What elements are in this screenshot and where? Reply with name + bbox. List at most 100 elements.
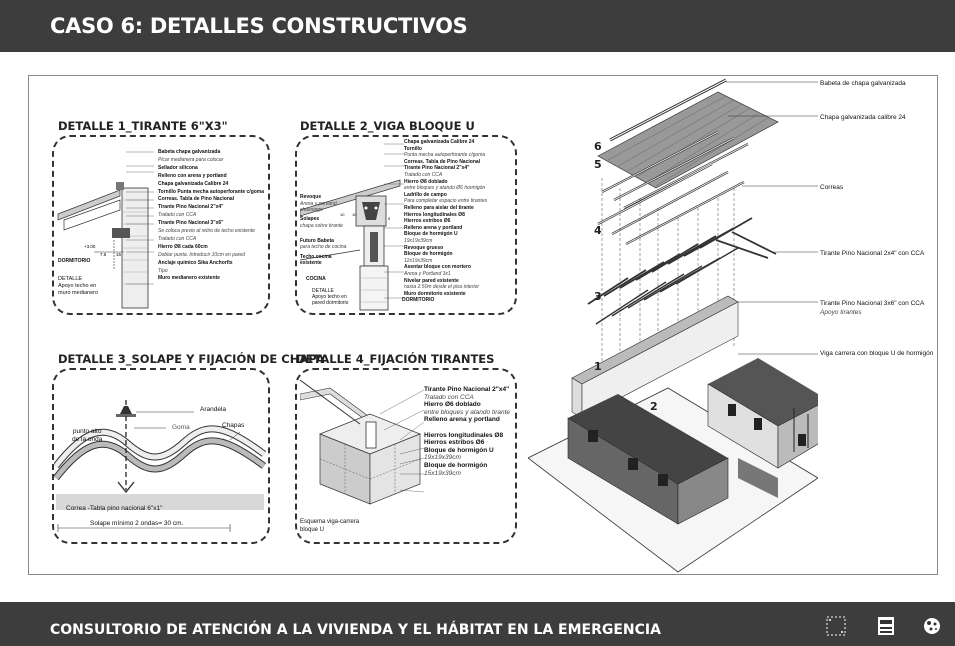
network-logo-icon xyxy=(922,616,942,636)
d2labels-item: 12x19x39cm xyxy=(404,257,433,264)
d2labels-item: Para completar espacio entre tirantes xyxy=(404,198,488,205)
detail-1-dim-c: 15 xyxy=(116,252,122,257)
axonometric-drawing: 6 5 4 3 2 1 xyxy=(528,78,818,573)
axo-callout: Tirante Pino Nacional 2x4" con CCA xyxy=(820,250,925,257)
detail-4-drawing xyxy=(300,379,425,505)
axo-callout: Correas xyxy=(820,184,844,191)
d2labels-item: 19x19x39cm xyxy=(404,238,433,244)
axo-callout: Tirante Pino Nacional 3x6" con CCA xyxy=(820,300,925,307)
detail-1-dim-b: 7.5 xyxy=(100,252,107,257)
d1labels-item: Se coloca previo al retiro de techo exis… xyxy=(158,228,255,234)
d1labels-item: Tratado con CCA xyxy=(158,235,197,242)
detail-3-correa-label: Correa -Tabla pino nacional 6"x1" xyxy=(66,505,163,512)
institution-logo-icon xyxy=(876,616,896,636)
axo-callout: Babeta de chapa galvanizada xyxy=(820,80,906,87)
d1labels-item: Tratado con CCA xyxy=(158,212,197,219)
d1labels-item: Tirante Pino Nacional 2"x4" xyxy=(158,204,224,211)
d4labels-item: Bloque de hormigón U xyxy=(424,446,494,454)
detail-4-frame xyxy=(295,368,517,544)
detail-1-dormitorio: DORMITORIO xyxy=(58,258,91,264)
axo-callout: Viga carrera con bloque U de hormigón xyxy=(820,350,934,357)
d4labels-item: Bloque de hormigón xyxy=(424,462,488,469)
d2labels-item: Hierros longitudinales Ø8 xyxy=(404,211,465,218)
detail-2-left-label: Arena y portland xyxy=(300,201,337,207)
detail-3-title: DETALLE 3_SOLAPE Y FIJACIÓN DE CHAPA xyxy=(58,352,325,366)
d1labels-item: Tipo xyxy=(158,267,168,274)
detail-2-dim-b: 10 xyxy=(352,212,357,217)
d1labels-item: Tirante Pino Nacional 3"x6" xyxy=(158,220,224,227)
d2labels-item: Correas. Tabla de Pino Nacional xyxy=(404,158,481,165)
detail-3-solape-label: Solape mínimo 2 ondas= 30 cm. xyxy=(90,520,184,527)
detail-2-left-label: chasniego xyxy=(300,207,323,213)
d1labels-item: Correas. Tabla de Pino Nacional xyxy=(158,196,235,203)
header-bar: CASO 6: DETALLES CONSTRUCTIVOS xyxy=(0,0,955,52)
detail-2-cocina: COCINA xyxy=(306,276,326,282)
d2labels-item: Tratado con CCA xyxy=(404,172,443,178)
detail-4-esquema: Esquema viga-carrera bloque U xyxy=(300,519,360,533)
d1labels-item: Anclaje químico Sika Anchorfix xyxy=(158,259,233,266)
step-number-6: 6 xyxy=(594,140,602,153)
step-number-3: 3 xyxy=(594,290,602,303)
d2labels-item: entre bloques y atando Ø6 hormigón xyxy=(404,185,486,192)
detail-2-dormitorio: DORMITORIO xyxy=(402,297,435,303)
d4labels-item: Relleno arena y portland xyxy=(424,416,500,424)
detail-1-title: DETALLE 1_TIRANTE 6"X3" xyxy=(58,119,228,133)
detail-1-note: DETALLE Apoyo techo en muro medianero xyxy=(58,276,99,296)
d1labels-item: Relleno con arena y portland xyxy=(158,172,227,179)
d1labels-item: Sellador silicona xyxy=(158,164,198,171)
d2labels-item: Revoque grueso xyxy=(404,244,444,251)
d1labels-item: Hierro Ø8 cada 60cm xyxy=(158,243,208,250)
detail-2-title: DETALLE 2_VIGA BLOQUE U xyxy=(300,119,475,133)
detail-2-dim-a: 10 xyxy=(340,212,345,217)
detail-3-punto-label: punto alto de la onda xyxy=(72,428,103,443)
d2labels-item: Muro dormitorio existente xyxy=(404,290,466,297)
d2labels-item: Arena y Portland 3x1 xyxy=(404,271,451,277)
detail-1-drawing: +3.00 7.5 15 xyxy=(57,151,154,309)
step-number-4: 4 xyxy=(594,224,602,237)
detail-2-drawing: 10 10 5 xyxy=(300,143,404,311)
step-number-2: 2 xyxy=(650,400,658,413)
detail-3-drawing xyxy=(54,400,267,532)
d2labels-item: Asentar bloque con mortero xyxy=(404,264,471,271)
detail-2-dim-c: 5 xyxy=(388,216,391,221)
detail-2-left-label: Futuro Babeta xyxy=(300,238,334,244)
content-frame xyxy=(28,75,938,575)
d2labels-item: Punta mecha autoperforante c/goma xyxy=(404,152,486,159)
detail-2-left-label: Techo cocina xyxy=(300,254,332,260)
d1labels-item: Chapa galvanizada Calibre 24 xyxy=(158,180,229,187)
d2labels-item: hasta 2.50m desde el piso interior xyxy=(404,284,480,291)
d1labels-item: Picar medianera para colocar xyxy=(158,156,224,163)
axo-callout: Chapa galvanizada calibre 24 xyxy=(820,114,906,121)
page-title: CASO 6: DETALLES CONSTRUCTIVOS xyxy=(50,14,468,38)
detail-3-frame xyxy=(52,368,270,544)
d2labels-item: Relleno arena y portland xyxy=(404,224,463,231)
detail-3-chapas-label: Chapas xyxy=(222,422,245,429)
d2labels-item: Relleno para aislar del tirante xyxy=(404,205,474,211)
d2labels-item: Ladrillo de campo xyxy=(404,191,447,198)
detail-3-arandela-label: Arandela xyxy=(200,406,227,413)
footer-title: CONSULTORIO DE ATENCIÓN A LA VIVIENDA Y … xyxy=(50,622,661,638)
step-number-1: 1 xyxy=(594,360,602,373)
d1labels-item: Doblar punta. Introducir 10cm en pared xyxy=(158,251,245,258)
d1labels-item: Muro medianero existente xyxy=(158,275,220,282)
d2labels-item: Nivelar pared existente xyxy=(404,277,459,284)
d2labels-item: Tirante Pino Nacional 2"x4" xyxy=(404,165,470,172)
d4labels-item: Tratado con CCA xyxy=(424,393,474,401)
d2labels-item: Bloque de hormigón xyxy=(404,251,453,258)
step-number-5: 5 xyxy=(594,158,602,171)
detail-1-dim-a: +3.00 xyxy=(84,244,96,249)
frame-logo-icon xyxy=(826,616,846,636)
d4labels-item: Hierro Ø6 doblado xyxy=(424,401,481,409)
d2labels-item: Tornillo xyxy=(404,145,422,152)
d4labels-item: 15x19x39cm xyxy=(424,469,461,477)
d1labels-item: Babeta chapa galvanizada xyxy=(158,149,221,155)
d4labels-item: 19x19x39cm xyxy=(424,454,461,462)
d1labels-item: Tornillo Punta mecha autoperforante c/go… xyxy=(158,188,265,195)
d4labels-item: entre bloques y atando tirante xyxy=(424,408,511,416)
detail-2-left-label: para techo de cocina xyxy=(300,244,347,250)
d2labels-item: Hierros estribos Ø6 xyxy=(404,218,451,225)
detail-2-left-label: Solapes xyxy=(300,216,320,222)
detail-2-left-label: Revoque xyxy=(300,194,322,200)
detail-2-left-label: existente xyxy=(300,260,322,266)
d2labels-item: Bloque de hormigón U xyxy=(404,231,458,238)
